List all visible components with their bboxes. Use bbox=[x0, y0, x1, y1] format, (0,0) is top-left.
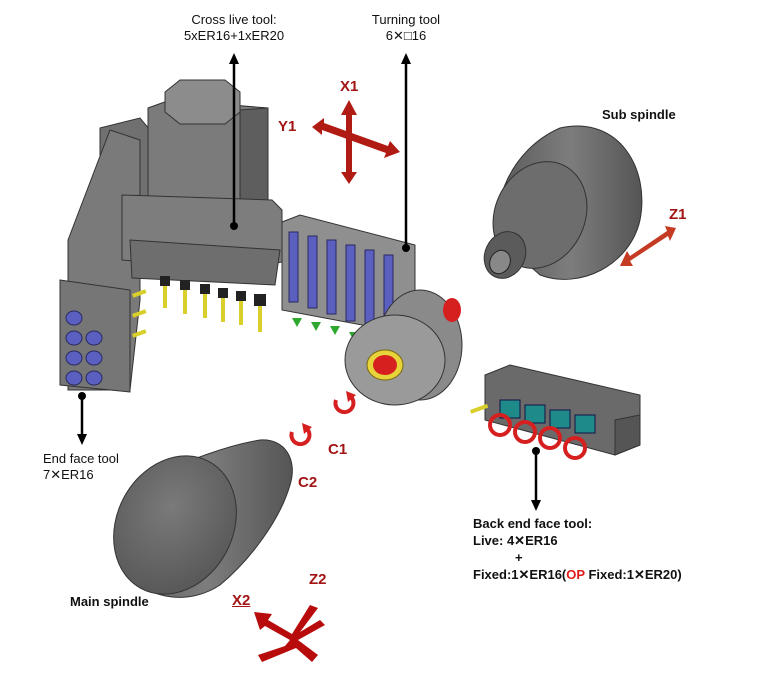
x2-z2-axis-arrows bbox=[254, 605, 325, 662]
axis-label-c2: C2 bbox=[298, 474, 318, 491]
back-end-face-tool-block bbox=[470, 364, 641, 460]
pointer-back-end-face-tool bbox=[531, 447, 541, 511]
cross-live-tool-label: Cross live tool: 5xER16+1xER20 bbox=[167, 12, 301, 44]
axis-label-z2: Z2 bbox=[309, 571, 327, 588]
fixed-er16-text: Fixed:1✕ER16( bbox=[473, 567, 567, 582]
c2-rotation-arrow bbox=[289, 423, 312, 447]
turning-tool-gang bbox=[281, 214, 416, 351]
sub-spindle-label: Sub spindle bbox=[602, 107, 676, 122]
back-end-face-tool-plus: + bbox=[515, 550, 523, 565]
main-spindle bbox=[113, 439, 293, 598]
turning-tool-label: Turning tool 6✕□16 bbox=[360, 12, 452, 44]
axis-label-z1: Z1 bbox=[669, 206, 687, 223]
pointer-turning-tool bbox=[401, 53, 411, 252]
z1-axis-arrow bbox=[620, 226, 676, 266]
fixed-er20-text: Fixed:1✕ER20) bbox=[584, 567, 682, 582]
cross-live-tool-spec: 5xER16+1xER20 bbox=[183, 28, 285, 43]
back-end-face-tool-fixed: Fixed:1✕ER16(OP Fixed:1✕ER20) bbox=[473, 566, 682, 583]
axis-label-x1: X1 bbox=[340, 78, 359, 95]
pointer-cross-live-tool bbox=[229, 53, 239, 230]
axis-label-y1: Y1 bbox=[278, 118, 297, 135]
back-end-face-tool-live: Live: 4✕ER16 bbox=[473, 533, 558, 548]
main-spindle-label: Main spindle bbox=[70, 594, 149, 609]
turning-tool-spec: 6✕□16 bbox=[385, 28, 427, 43]
pointer-end-face-tool bbox=[77, 392, 87, 445]
back-end-face-tool-label: Back end face tool: Live: 4✕ER16 + Fixed… bbox=[473, 515, 682, 583]
cross-live-tool-title: Cross live tool: bbox=[191, 12, 277, 27]
op-badge: OP bbox=[566, 567, 585, 582]
cross-live-drills bbox=[160, 276, 266, 332]
turning-tool-holders bbox=[288, 231, 394, 334]
axis-label-c1: C1 bbox=[328, 441, 348, 458]
end-face-tool-holes bbox=[65, 310, 103, 386]
end-face-tool-label: End face tool 7✕ER16 bbox=[43, 451, 119, 483]
sub-spindle bbox=[483, 125, 643, 280]
turning-tool-title: Turning tool bbox=[371, 12, 441, 27]
end-face-tool-spec: 7✕ER16 bbox=[43, 467, 94, 482]
axis-label-x2: X2 bbox=[232, 592, 251, 609]
c1-rotation-arrow bbox=[333, 391, 356, 415]
x1-y1-axis-arrows bbox=[312, 100, 400, 184]
end-face-tool-title: End face tool bbox=[43, 451, 119, 466]
guide-bush-disk bbox=[344, 289, 463, 406]
back-end-face-tool-title: Back end face tool: bbox=[473, 516, 593, 531]
